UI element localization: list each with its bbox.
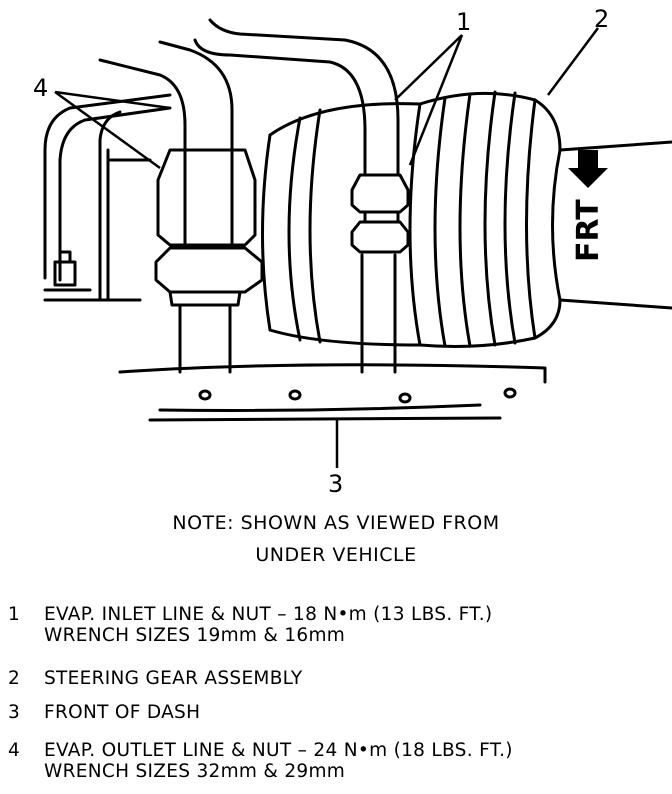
front-direction-label: FRT bbox=[571, 199, 606, 262]
steering-gear-boot bbox=[261, 90, 562, 348]
left-bracket bbox=[43, 93, 172, 302]
legend-line: EVAP. OUTLET LINE & NUT – 24 N•m (18 LBS… bbox=[44, 740, 513, 761]
legend-line: WRENCH SIZES 19mm & 16mm bbox=[44, 625, 346, 646]
note-line-1: NOTE: SHOWN AS VIEWED FROM bbox=[172, 512, 500, 534]
legend-number: 1 bbox=[8, 604, 21, 625]
callout-4: 4 bbox=[33, 74, 48, 102]
legend-number: 3 bbox=[8, 702, 21, 723]
note-line-2: UNDER VEHICLE bbox=[255, 544, 417, 566]
callout-2: 2 bbox=[594, 5, 609, 33]
legend-line: FRONT OF DASH bbox=[44, 702, 201, 723]
front-of-dash-panel bbox=[118, 363, 547, 422]
legend-number: 2 bbox=[8, 668, 21, 689]
legend-line: EVAP. INLET LINE & NUT – 18 N•m (13 LBS.… bbox=[44, 604, 493, 625]
legend-line: STEERING GEAR ASSEMBLY bbox=[44, 668, 303, 689]
callout-3: 3 bbox=[328, 470, 343, 498]
front-direction-arrow bbox=[568, 150, 608, 188]
steering-gear-housing bbox=[551, 140, 672, 310]
evap-inlet-line bbox=[193, 18, 400, 374]
legend-line: WRENCH SIZES 32mm & 29mm bbox=[44, 761, 346, 782]
callout-1: 1 bbox=[456, 8, 471, 36]
outlet-line-nut bbox=[154, 148, 264, 307]
evap-line-diagram: FRT 1 2 3 4 bbox=[33, 5, 672, 498]
legend-number: 4 bbox=[8, 740, 21, 761]
evap-outlet-line bbox=[98, 40, 234, 374]
inlet-line-nut bbox=[350, 173, 410, 254]
callout-leaders bbox=[54, 27, 600, 468]
